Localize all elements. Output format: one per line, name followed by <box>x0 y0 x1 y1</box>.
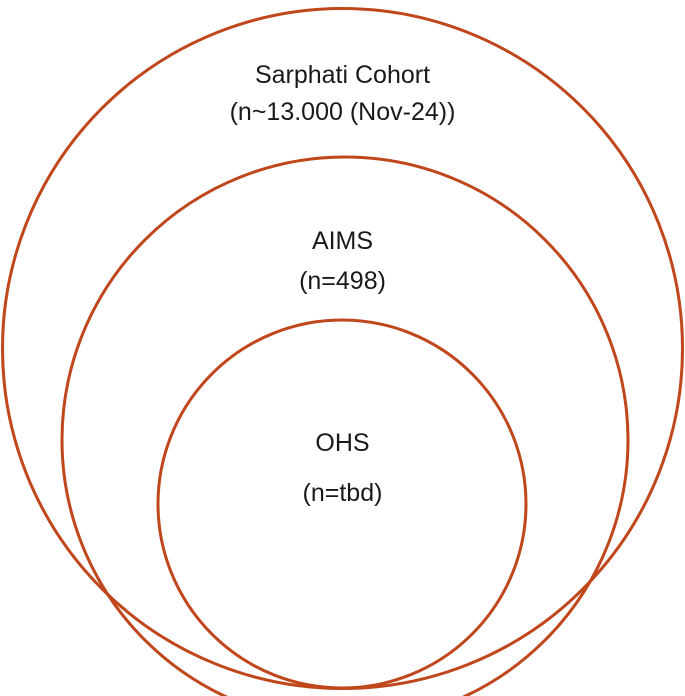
inner-circle-ohs <box>156 318 528 690</box>
middle-circle-count: (n=498) <box>299 267 386 295</box>
inner-circle-count: (n=tbd) <box>302 479 383 507</box>
outer-circle-title: Sarphati Cohort <box>254 61 431 89</box>
outer-circle-count: (n~13.000 (Nov-24)) <box>229 98 456 126</box>
middle-circle-title: AIMS <box>311 227 374 255</box>
middle-circle-aims <box>60 155 630 696</box>
inner-circle-title: OHS <box>315 429 370 457</box>
